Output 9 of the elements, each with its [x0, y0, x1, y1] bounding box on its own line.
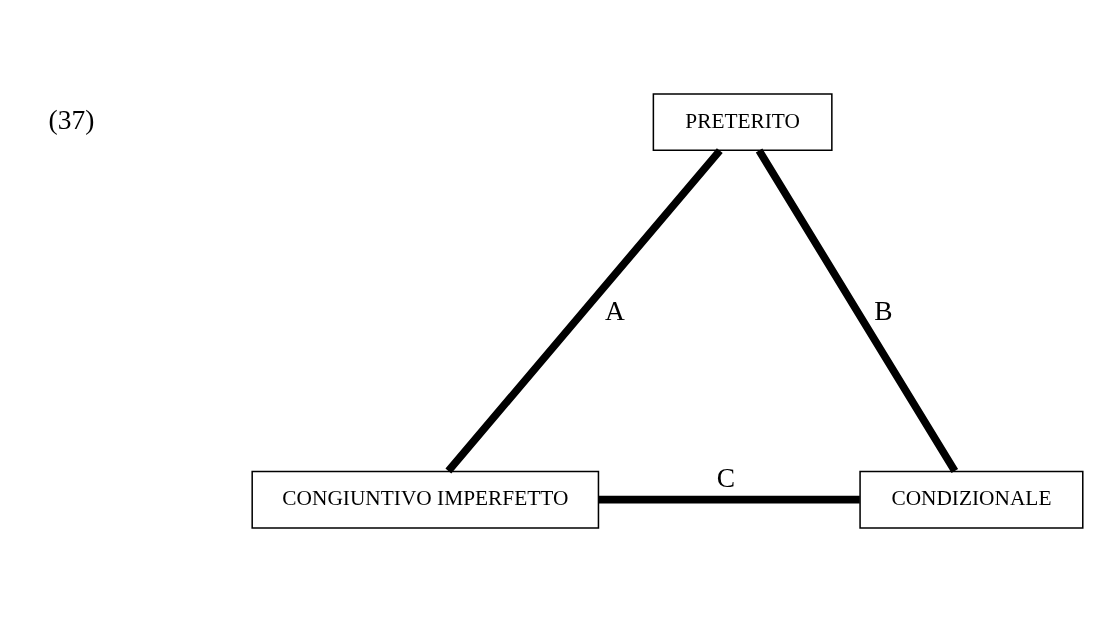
node-box: CONGIUNTIVO IMPERFETTO	[251, 470, 600, 529]
edge-label: C	[716, 462, 735, 493]
label: (37)	[48, 104, 95, 135]
node-box: CONDIZIONALE	[859, 470, 1084, 529]
connector	[755, 148, 959, 473]
edge-label: A	[604, 295, 624, 326]
connector	[445, 148, 723, 474]
edge-label: B	[874, 295, 893, 326]
node-box: PRETERITO	[652, 93, 833, 152]
